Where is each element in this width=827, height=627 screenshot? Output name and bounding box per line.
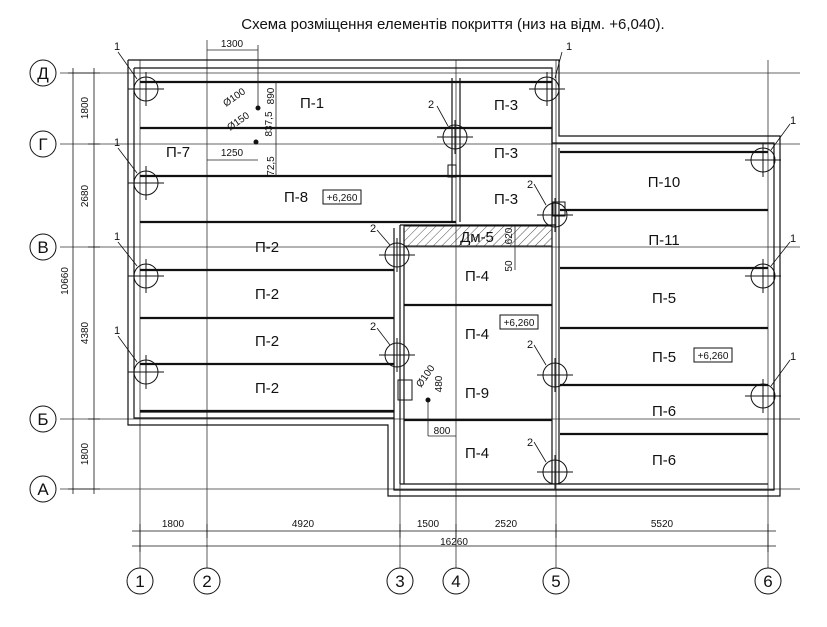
opening-d150-marker [253,139,259,145]
drawing-title: Схема розміщення елементів покриття (низ… [241,16,664,33]
dim-bottom-1500: 1500 [417,519,440,530]
dim-72-5: 72,5 [266,156,277,176]
mark-1-e: 1 [566,41,572,53]
mark-1-g: 1 [790,233,796,245]
dim-620: 620 [504,227,515,244]
inner-dimension-lines [207,45,516,437]
dim-837-5: 837,5 [264,111,275,136]
panel-p3-b: П-3 [494,145,518,162]
mark-2-e: 2 [527,339,533,351]
dim-1300: 1300 [221,39,244,50]
panel-p1: П-1 [300,95,324,112]
panel-p8: П-8 [284,189,308,206]
axis-label-4: 4 [451,572,460,591]
dim-d100-a: Ø100 [221,86,248,109]
opening-d100b-marker [425,397,431,403]
mark-1-b: 1 [114,137,120,149]
panel-p3-c: П-3 [494,191,518,208]
mark-2-f: 2 [527,437,533,449]
mark-1-a: 1 [114,41,120,53]
panel-p4-b: П-4 [465,326,489,343]
panel-p9: П-9 [465,385,489,402]
opening-d100-marker [255,105,261,111]
axis-label-5: 5 [551,572,560,591]
panel-p7: П-7 [166,144,190,161]
mark-1-h: 1 [790,351,796,363]
left-dim-chain [68,68,100,494]
number-axis-bubbles [126,567,782,595]
panel-p2-a: П-2 [255,239,279,256]
bottom-dim-chain [132,524,776,552]
elevation-box-1 [322,189,362,205]
panel-p10: П-10 [648,174,680,191]
axis-label-6: 6 [763,572,772,591]
axis-label-g: Г [38,135,47,154]
axis-label-a: А [37,480,49,499]
dim-480: 480 [434,375,445,392]
panel-p5-b: П-5 [652,349,676,366]
lintel-dm5-label: Дм-5 [460,229,494,246]
panel-p3-a: П-3 [494,97,518,114]
dim-bottom-5520: 5520 [651,519,674,530]
dim-left-1800-a: 1800 [80,96,91,119]
mark-1-c: 1 [114,231,120,243]
axis-label-b: Б [37,410,48,429]
axis-label-2: 2 [202,572,211,591]
slab-joints [140,80,768,436]
axis-label-d: Д [37,64,49,83]
elevation-box-3 [693,347,733,363]
elevation-1: +6,260 [327,193,358,204]
mark-1-f: 1 [790,115,796,127]
mark-2-b: 2 [527,179,533,191]
panel-p4-c: П-4 [465,445,489,462]
mark-2-d: 2 [370,321,376,333]
dim-bottom-total: 16260 [440,537,468,548]
dim-50: 50 [504,260,515,272]
panel-p11: П-11 [648,232,679,249]
dim-bottom-2520: 2520 [495,519,518,530]
panel-p2-b: П-2 [255,286,279,303]
axis-label-v: В [37,238,48,257]
dim-left-total: 10660 [60,267,71,295]
dim-bottom-1800: 1800 [162,519,185,530]
grid-lines [60,40,800,568]
shaft-opening [447,164,457,178]
dim-left-4380: 4380 [80,321,91,344]
panel-p6-b: П-6 [652,452,676,469]
shaft-opening-2 [397,379,413,401]
elevation-box-2 [499,314,539,330]
panel-p2-c: П-2 [255,333,279,350]
mark-2-a: 2 [428,99,434,111]
dim-1250: 1250 [221,148,244,159]
mark-2-c: 2 [370,223,376,235]
slab-edges [393,78,560,484]
axis-label-3: 3 [395,572,404,591]
panel-p4-a: П-4 [465,268,489,285]
elevation-3: +6,260 [698,351,729,362]
panel-p2-d: П-2 [255,380,279,397]
dim-800: 800 [434,426,451,437]
dim-left-2680: 2680 [80,184,91,207]
mark-1-d: 1 [114,325,120,337]
panel-p5-a: П-5 [652,290,676,307]
mark-leaders [117,51,791,463]
dim-d150: Ø150 [225,110,252,133]
panel-labels: П-1 П-7 П-8 П-2 П-2 П-2 П-2 П-3 П-3 П-3 … [166,95,680,469]
dim-left-1800-b: 1800 [80,442,91,465]
panel-p6-a: П-6 [652,403,676,420]
letter-axis-bubbles [29,59,57,503]
dim-bottom-4920: 4920 [292,519,315,530]
dim-890: 890 [266,87,277,104]
column-markers [128,72,781,489]
elevation-2: +6,260 [504,318,535,329]
axis-label-1: 1 [135,572,144,591]
